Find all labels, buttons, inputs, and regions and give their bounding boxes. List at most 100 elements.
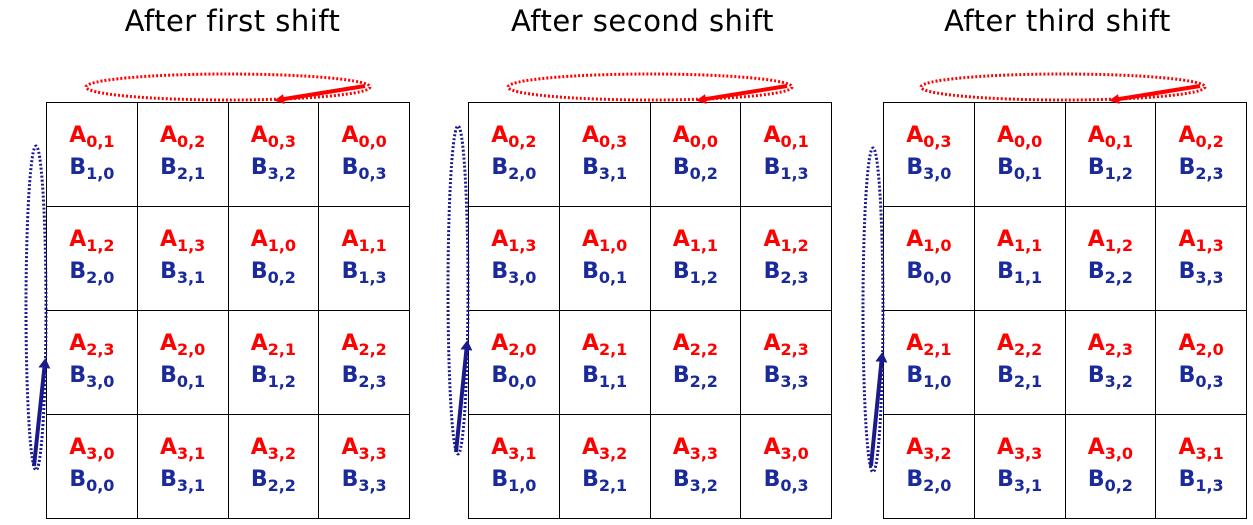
a-letter: A: [906, 330, 924, 356]
b-index: 3,2: [1104, 371, 1133, 391]
b-block-label: B3,1: [138, 259, 228, 291]
a-block-label: A2,1: [884, 331, 974, 363]
a-block-label: A3,0: [1066, 435, 1156, 467]
b-index: 2,2: [267, 475, 296, 495]
a-letter: A: [69, 226, 87, 252]
a-index: 0,3: [267, 131, 297, 151]
a-index: 0,1: [1104, 131, 1134, 151]
b-index: 3,3: [358, 475, 387, 495]
a-block-label: A2,0: [138, 331, 228, 363]
a-index: 2,1: [923, 339, 952, 359]
a-block-label: A0,0: [651, 123, 741, 155]
column-rotation-arrow: [869, 352, 888, 467]
a-index: 2,2: [1013, 339, 1043, 359]
b-block-label: B0,2: [651, 155, 741, 187]
b-letter: B: [491, 258, 509, 284]
a-index: 1,2: [780, 235, 809, 255]
a-index: 3,3: [689, 443, 719, 463]
a-block-label: A3,3: [975, 435, 1065, 467]
b-block-label: B0,0: [469, 363, 559, 395]
a-index: 1,1: [358, 235, 387, 255]
b-letter: B: [1087, 258, 1105, 284]
b-letter: B: [582, 362, 599, 388]
a-index: 1,2: [1104, 235, 1134, 255]
a-block-label: A1,1: [975, 227, 1065, 259]
b-block-label: B2,1: [975, 363, 1065, 395]
a-letter: A: [1087, 122, 1105, 148]
b-letter: B: [906, 154, 924, 180]
row-rotation-loop: [84, 72, 372, 102]
b-block-label: B0,1: [560, 259, 650, 291]
a-index: 0,2: [508, 131, 537, 151]
b-block-label: B0,1: [138, 363, 228, 395]
b-block-label: B3,3: [319, 467, 409, 499]
b-index: 3,0: [508, 267, 537, 287]
a-letter: A: [581, 226, 599, 252]
a-index: 2,3: [1104, 339, 1134, 359]
b-block-label: B3,1: [138, 467, 228, 499]
b-letter: B: [906, 466, 924, 492]
b-index: 0,2: [267, 267, 296, 287]
a-block-label: A3,2: [229, 435, 319, 467]
a-letter: A: [581, 434, 599, 460]
b-index: 0,2: [689, 163, 718, 183]
b-letter: B: [1178, 258, 1196, 284]
a-index: 3,0: [1104, 443, 1134, 463]
b-block-label: B1,1: [560, 363, 650, 395]
b-letter: B: [997, 154, 1014, 180]
a-block-label: A0,3: [229, 123, 319, 155]
b-block-label: B3,2: [1066, 363, 1156, 395]
b-index: 3,0: [86, 371, 115, 391]
a-block-label: A1,3: [1156, 227, 1246, 259]
a-index: 2,3: [86, 339, 115, 359]
b-index: 1,1: [1013, 267, 1043, 287]
a-letter: A: [341, 122, 359, 148]
b-letter: B: [997, 362, 1014, 388]
b-block-label: B2,0: [884, 467, 974, 499]
a-block-label: A3,3: [319, 435, 409, 467]
a-letter: A: [250, 122, 268, 148]
b-letter: B: [672, 258, 690, 284]
b-letter: B: [582, 466, 599, 492]
b-block-label: B3,0: [47, 363, 137, 395]
b-letter: B: [997, 466, 1014, 492]
a-index: 2,1: [267, 339, 297, 359]
a-block-label: A0,2: [469, 123, 559, 155]
a-letter: A: [763, 434, 781, 460]
b-block-label: B1,2: [229, 363, 319, 395]
b-letter: B: [160, 362, 177, 388]
a-letter: A: [491, 330, 509, 356]
b-index: 0,2: [1104, 475, 1133, 495]
a-index: 0,0: [358, 131, 387, 151]
b-index: 0,1: [176, 371, 206, 391]
a-index: 3,0: [780, 443, 809, 463]
b-block-label: B1,2: [651, 259, 741, 291]
a-letter: A: [672, 226, 690, 252]
a-block-label: A0,3: [560, 123, 650, 155]
panel-1-title: After first shift: [124, 4, 341, 38]
a-index: 2,3: [780, 339, 809, 359]
a-index: 3,2: [923, 443, 952, 463]
b-block-label: B1,3: [741, 155, 831, 187]
b-letter: B: [250, 362, 268, 388]
